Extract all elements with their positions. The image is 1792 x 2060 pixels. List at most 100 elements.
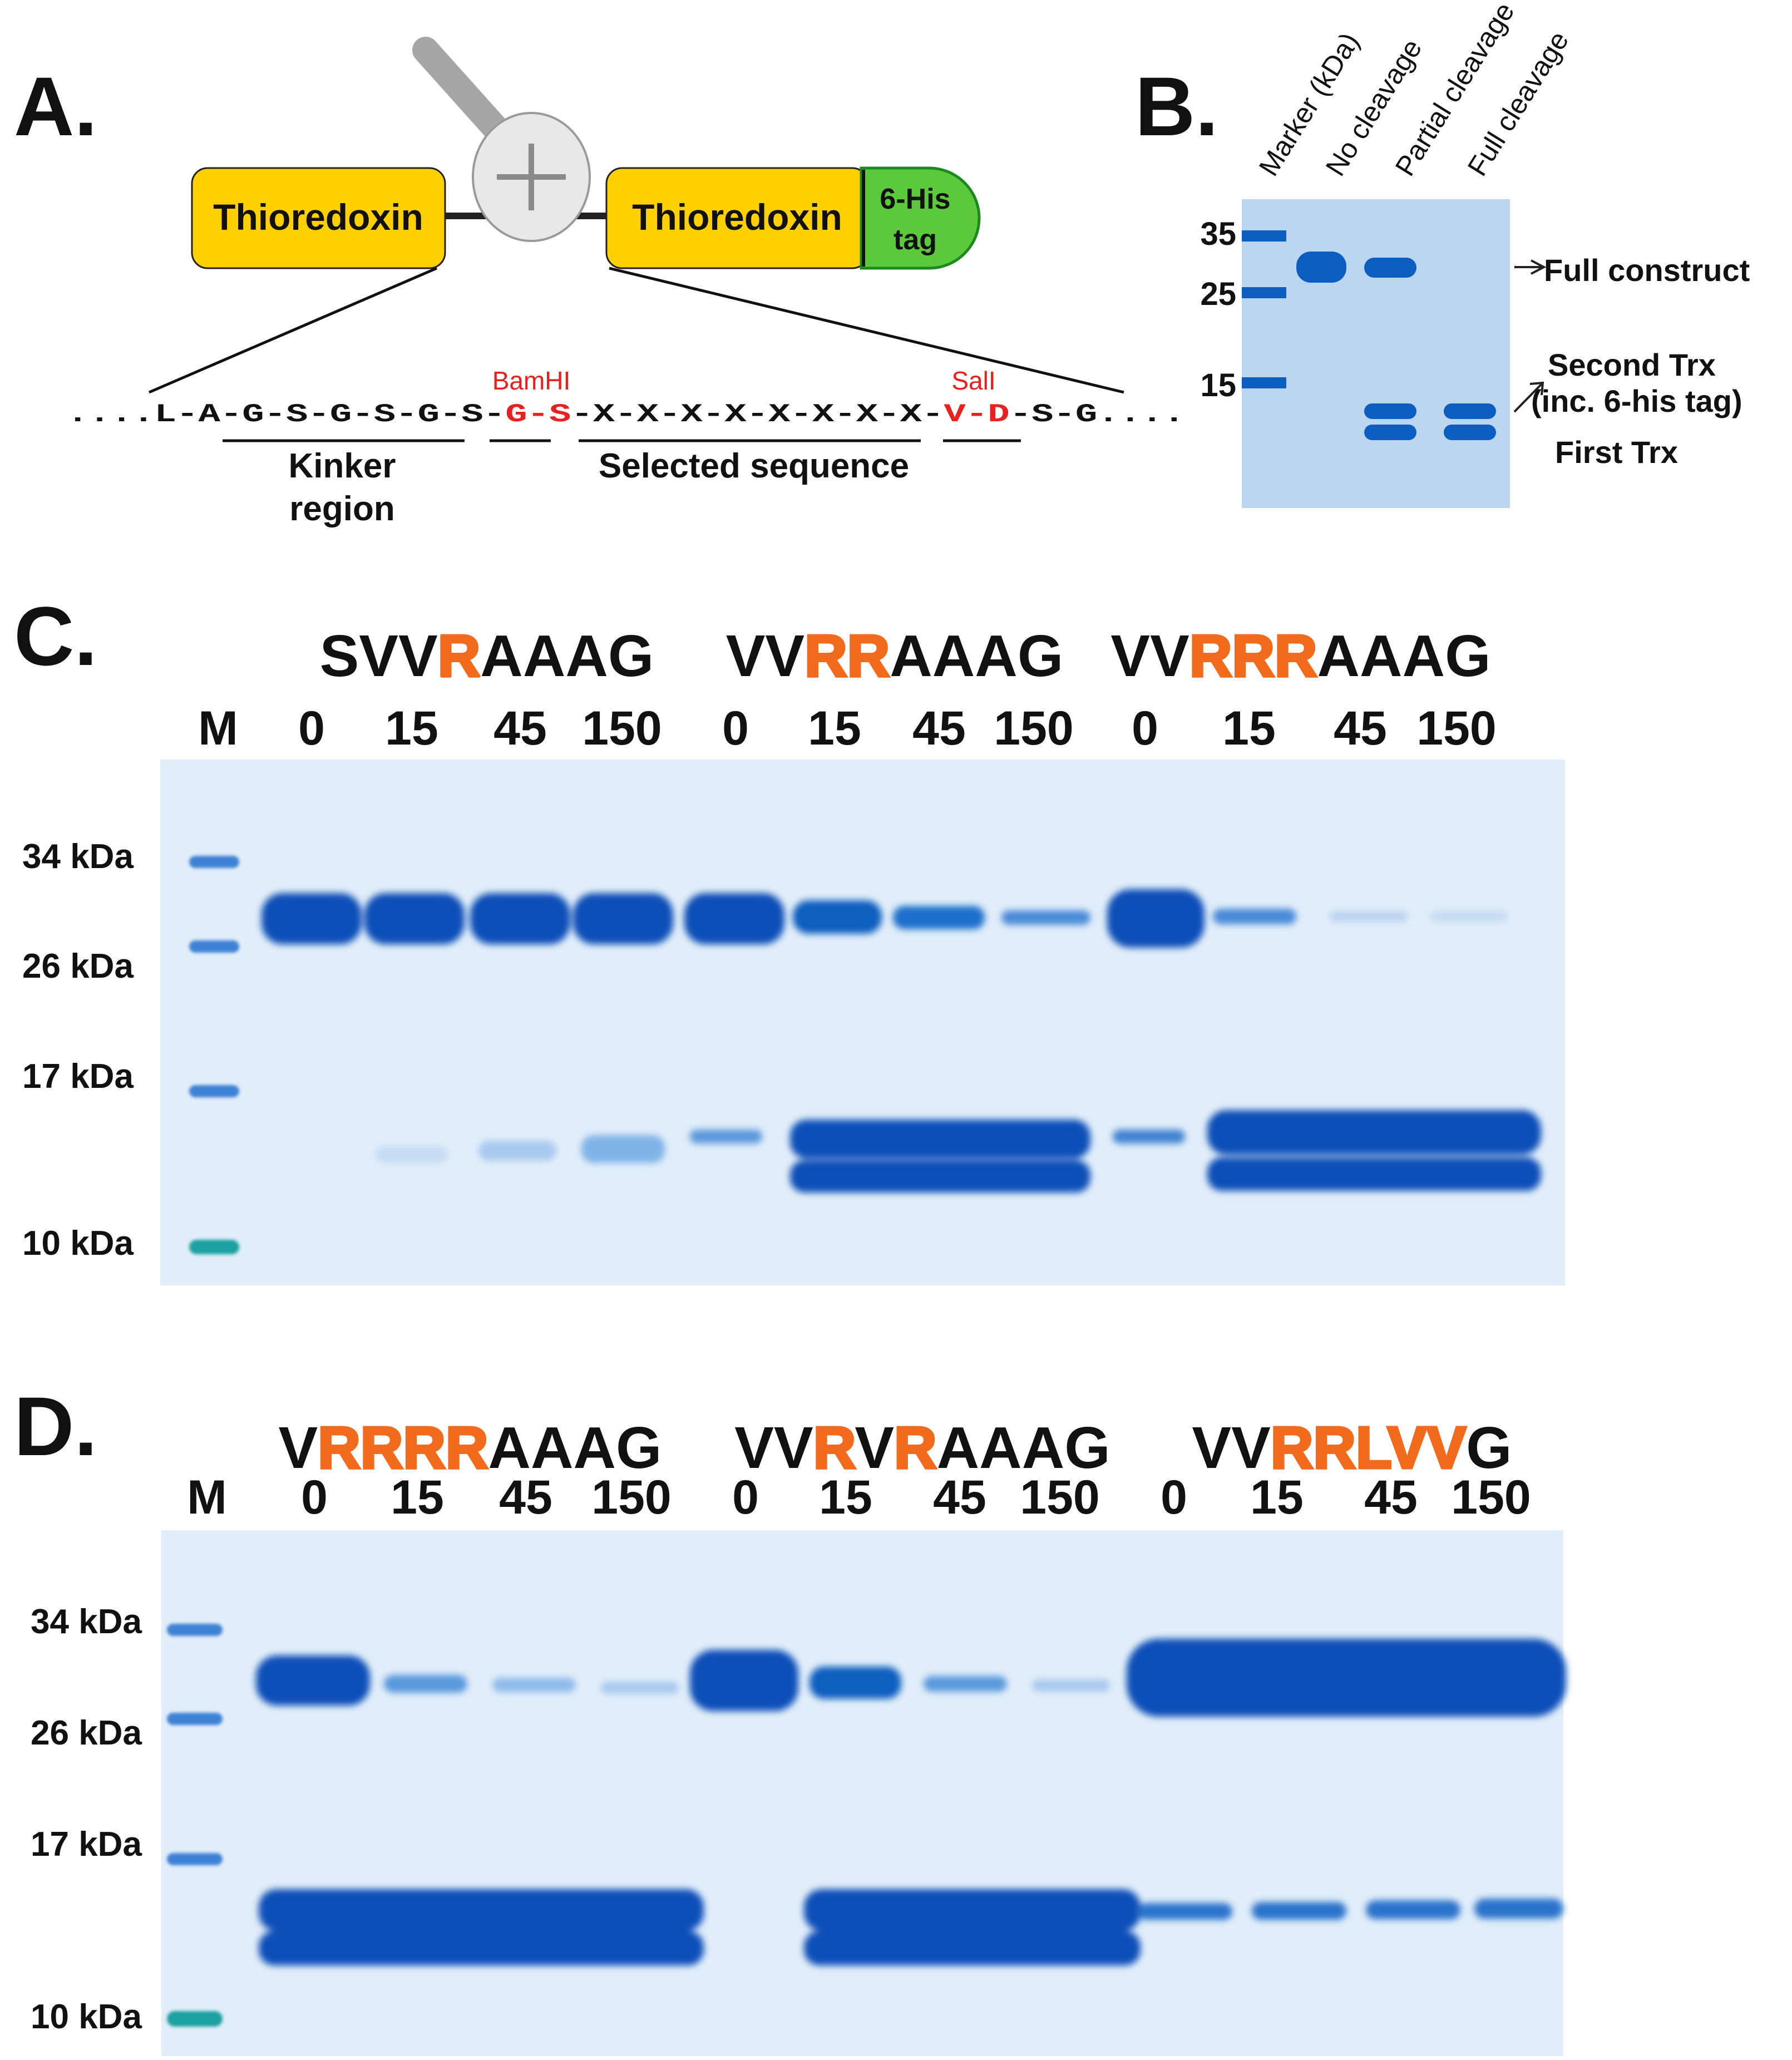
marker-tick-25: 25 xyxy=(1200,276,1236,312)
band-low xyxy=(1366,1900,1460,1919)
sequence-lead: ....L-A-G-S-G-S-G-S- xyxy=(67,400,505,429)
band-full xyxy=(793,900,882,934)
linker-region-label-2: region xyxy=(289,490,394,528)
ladder-band-10 xyxy=(167,2011,223,2027)
schematic-gel xyxy=(1242,199,1510,508)
time-label: 45 xyxy=(493,702,547,755)
mw-label-10: 10 kDa xyxy=(31,1998,142,2036)
band-full xyxy=(1032,1679,1110,1692)
band-full xyxy=(470,893,570,944)
band-low xyxy=(690,1130,762,1144)
time-label: 0 xyxy=(298,702,325,755)
band-full xyxy=(690,1650,798,1711)
time-label: 45 xyxy=(1364,1471,1418,1524)
band-partial-first xyxy=(1364,425,1416,440)
marker-band-35 xyxy=(1242,230,1286,242)
time-label: 0 xyxy=(732,1471,759,1524)
ladder-band-34 xyxy=(189,856,239,868)
time-label: 150 xyxy=(591,1471,672,1524)
gel-d xyxy=(161,1530,1563,2056)
band-full xyxy=(364,893,465,944)
time-label: 0 xyxy=(1161,1471,1187,1524)
panel-c-label: C. xyxy=(14,589,97,683)
gel-c-bands xyxy=(261,889,1541,1192)
ladder-band-17 xyxy=(189,1085,239,1097)
band-full xyxy=(492,1678,576,1692)
protease-handle xyxy=(412,37,511,144)
annotation-second-trx-2: (inc. 6-his tag) xyxy=(1531,383,1742,418)
annotation-full-construct: Full construct xyxy=(1544,253,1750,288)
marker-tick-35: 35 xyxy=(1200,216,1236,252)
time-label: 150 xyxy=(582,702,662,755)
marker-lane-label-d: M xyxy=(187,1471,227,1524)
gel-d-bands xyxy=(256,1639,1566,1965)
time-label: 150 xyxy=(1416,702,1497,755)
linker-sequence: ....L-A-G-S-G-S-G-S-G-S-X-X-X-X-X-X-X-X-… xyxy=(67,400,1185,429)
band-full xyxy=(601,1682,679,1694)
band-full xyxy=(573,893,673,944)
band-second-trx xyxy=(804,1889,1141,1931)
band-full xyxy=(1330,911,1408,921)
time-label: 150 xyxy=(994,702,1074,755)
panel-a-label: A. xyxy=(14,60,97,153)
band-low xyxy=(1252,1902,1346,1920)
time-label: 0 xyxy=(1132,702,1158,755)
band-full xyxy=(1001,910,1090,925)
ladder-band-26 xyxy=(167,1713,223,1725)
sequence-label-d3: VVRRLVVG xyxy=(1192,1415,1512,1481)
sequence-label-c3: VVRRRAAAG xyxy=(1110,623,1490,689)
time-label: 45 xyxy=(912,702,966,755)
marker-tick-15: 15 xyxy=(1200,367,1236,403)
his-tag xyxy=(860,166,981,270)
band-full xyxy=(256,1655,370,1706)
ladder-band-26 xyxy=(189,940,239,953)
annotation-second-trx-1: Second Trx xyxy=(1548,347,1716,382)
time-label: 45 xyxy=(933,1471,986,1524)
band-first-trx xyxy=(259,1931,704,1965)
gel-c xyxy=(160,760,1565,1285)
time-label: 15 xyxy=(391,1471,444,1524)
band-full xyxy=(1430,911,1508,921)
band-first-trx xyxy=(1207,1157,1541,1191)
band-low xyxy=(581,1135,665,1163)
linker-region-label-1: Kinker xyxy=(289,447,396,485)
band-full xyxy=(384,1675,467,1693)
band-full xyxy=(261,893,362,944)
selected-sequence-label: Selected sequence xyxy=(599,447,909,485)
sequence-middle: -X-X-X-X-X-X-X-X- xyxy=(571,400,944,429)
time-label: 15 xyxy=(819,1471,872,1524)
band-low xyxy=(1474,1899,1563,1919)
band-full xyxy=(924,1676,1007,1692)
band-full xyxy=(809,1667,901,1699)
time-label: 15 xyxy=(1222,702,1276,755)
panel-a: A. Thioredoxin Thioredoxin 6-His tag Bam… xyxy=(14,37,1185,528)
band-first-trx xyxy=(790,1160,1090,1192)
panel-c: C. SVVRAAAG VVRRAAAG VVRRRAAAG M 0 15 45… xyxy=(14,589,1565,1285)
band-full xyxy=(893,906,985,929)
band-second-trx xyxy=(259,1889,704,1931)
band-full xyxy=(1213,909,1296,924)
band-full xyxy=(1107,889,1204,948)
sequence-label-d1: VRRRRAAAG xyxy=(278,1415,661,1481)
band-low xyxy=(376,1146,448,1163)
mw-label-34: 34 kDa xyxy=(31,1603,142,1641)
time-label: 150 xyxy=(1451,1471,1531,1524)
time-label: 45 xyxy=(1334,702,1387,755)
band-first-trx xyxy=(804,1931,1141,1965)
sali-label: SalI xyxy=(951,366,995,395)
time-label: 15 xyxy=(808,702,861,755)
panel-b: B. Marker (kDa) No cleavage Partial clea… xyxy=(1135,0,1750,508)
his-tag-label-1: 6-His xyxy=(880,183,950,215)
annotation-first-trx: First Trx xyxy=(1555,435,1678,470)
sequence-label-c1: SVVRAAAG xyxy=(320,623,654,689)
time-label: 0 xyxy=(301,1471,328,1524)
band-full-second xyxy=(1444,403,1496,419)
mw-label-17: 17 kDa xyxy=(22,1057,134,1096)
band-low xyxy=(1113,1130,1185,1144)
band-partial-full xyxy=(1364,258,1416,278)
mw-label-26: 26 kDa xyxy=(31,1714,142,1752)
band-low xyxy=(478,1141,556,1161)
thioredoxin-label-1: Thioredoxin xyxy=(213,196,423,238)
time-label: 15 xyxy=(1250,1471,1304,1524)
panel-d: D. VRRRRAAAG VVRVRAAAG VVRRLVVG M 0 15 4… xyxy=(14,1379,1566,2056)
